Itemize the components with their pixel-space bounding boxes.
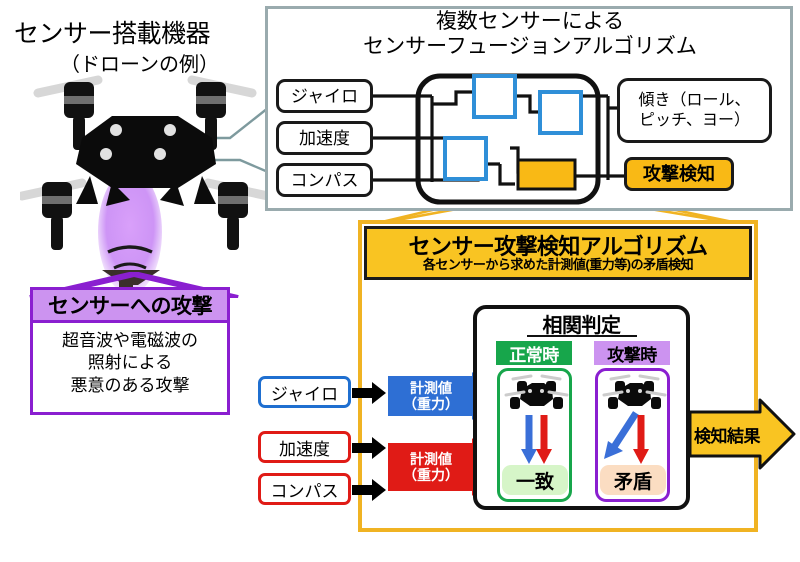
detection-sensor-accelerometer[interactable]: 加速度: [258, 431, 351, 463]
fusion-input-gyro[interactable]: ジャイロ: [276, 79, 373, 113]
correlation-title: 相関判定: [542, 314, 622, 337]
drone-vectors-normal: [504, 374, 569, 464]
fusion-input-compass[interactable]: コンパス: [276, 163, 373, 197]
gravity-vector-red: [633, 415, 649, 464]
detection-output-label-wrap: 検知結果: [688, 398, 796, 470]
measurement-accel-line-2: （重力）: [403, 467, 459, 483]
page-subtitle: （ドローンの例）: [60, 54, 219, 76]
measurement-gyro-line-1: 計測値: [410, 379, 452, 396]
attack-body-line-3: 悪意のある攻撃: [70, 375, 190, 395]
detection-sensor-compass[interactable]: コンパス: [258, 473, 351, 505]
detection-subheading: 各センサーから求めた計測値(重力等)の矛盾検知: [422, 256, 694, 272]
gravity-vector-blue: [521, 415, 537, 464]
filter-block-2: [538, 90, 583, 135]
correlation-result-attack-bg: 矛盾: [600, 465, 666, 495]
measurement-accel-line-1: 計測値: [410, 450, 452, 467]
page-title: センサー搭載機器: [14, 20, 211, 48]
correlation-badge-attack: 攻撃時: [594, 341, 670, 365]
attack-detection-block: [516, 158, 577, 191]
detection-algorithm-header: センサー攻撃検知アルゴリズム 各センサーから求めた計測値(重力等)の矛盾検知: [364, 226, 752, 280]
detection-sensor-gyro[interactable]: ジャイロ: [258, 376, 351, 408]
attack-body-line-1: 超音波や電磁波の: [62, 331, 198, 350]
fusion-output-attack-detection[interactable]: 攻撃検知: [624, 157, 734, 191]
drone-vectors-attack: [602, 374, 667, 464]
fusion-output-tilt-line-2: ピッチ、ヨー）: [638, 111, 751, 129]
correlation-result-normal-bg: 一致: [502, 465, 568, 495]
attack-body-line-2: 照射による: [87, 353, 173, 373]
measurement-gyro-line-2: （重力）: [403, 396, 459, 412]
correlation-result-attack: 矛盾: [613, 471, 652, 493]
attack-panel-body: 超音波や電磁波の 照射による 悪意のある攻撃: [30, 323, 230, 415]
fusion-title-line-1: 複数センサーによる: [435, 10, 625, 33]
measurement-arrow-accel-compass: [388, 438, 499, 496]
attack-panel-heading: センサーへの攻撃: [30, 287, 230, 323]
correlation-title-underline: [527, 335, 637, 337]
measurement-arrow-gyro: [388, 372, 499, 420]
detection-output-arrow: [688, 398, 796, 470]
correlation-badge-normal: 正常時: [496, 341, 572, 365]
fusion-title-line-2: センサーフュージョンアルゴリズム: [363, 34, 697, 58]
detection-output-label: 検知結果: [694, 426, 761, 446]
filter-block-3: [443, 136, 488, 181]
sensor-fusion-title: 複数センサーによる センサーフュージョンアルゴリズム: [280, 10, 780, 60]
fusion-output-tilt: 傾き（ロール、 ピッチ、ヨー）: [617, 78, 772, 143]
detection-heading: センサー攻撃検知アルゴリズム: [408, 233, 709, 259]
gravity-vector-blue: [604, 411, 639, 459]
fusion-input-accelerometer[interactable]: 加速度: [276, 121, 373, 155]
fusion-output-tilt-line-1: 傾き（ロール、: [638, 91, 751, 109]
sensor-feed-arrows: [352, 382, 386, 501]
correlation-result-normal: 一致: [515, 471, 554, 493]
filter-block-1: [472, 74, 517, 119]
drone-icon: [20, 75, 270, 287]
gravity-vector-red: [536, 415, 552, 464]
